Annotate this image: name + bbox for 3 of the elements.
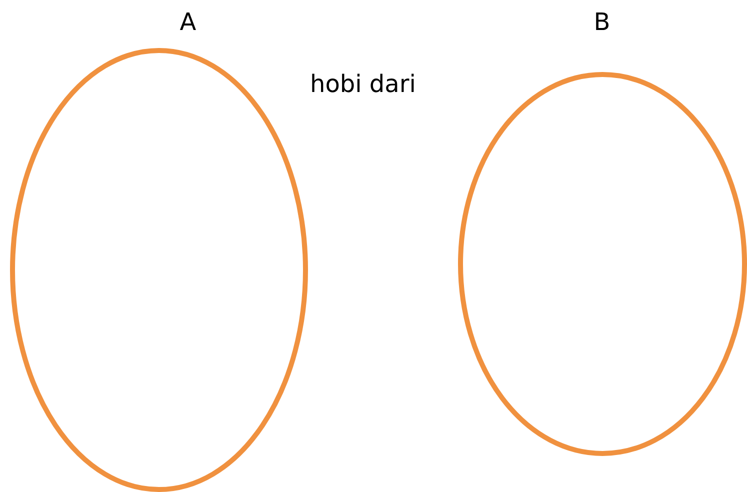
- set-heading: A: [180, 8, 196, 36]
- relation-label: hobi dari: [310, 70, 416, 98]
- set-heading: B: [594, 8, 610, 36]
